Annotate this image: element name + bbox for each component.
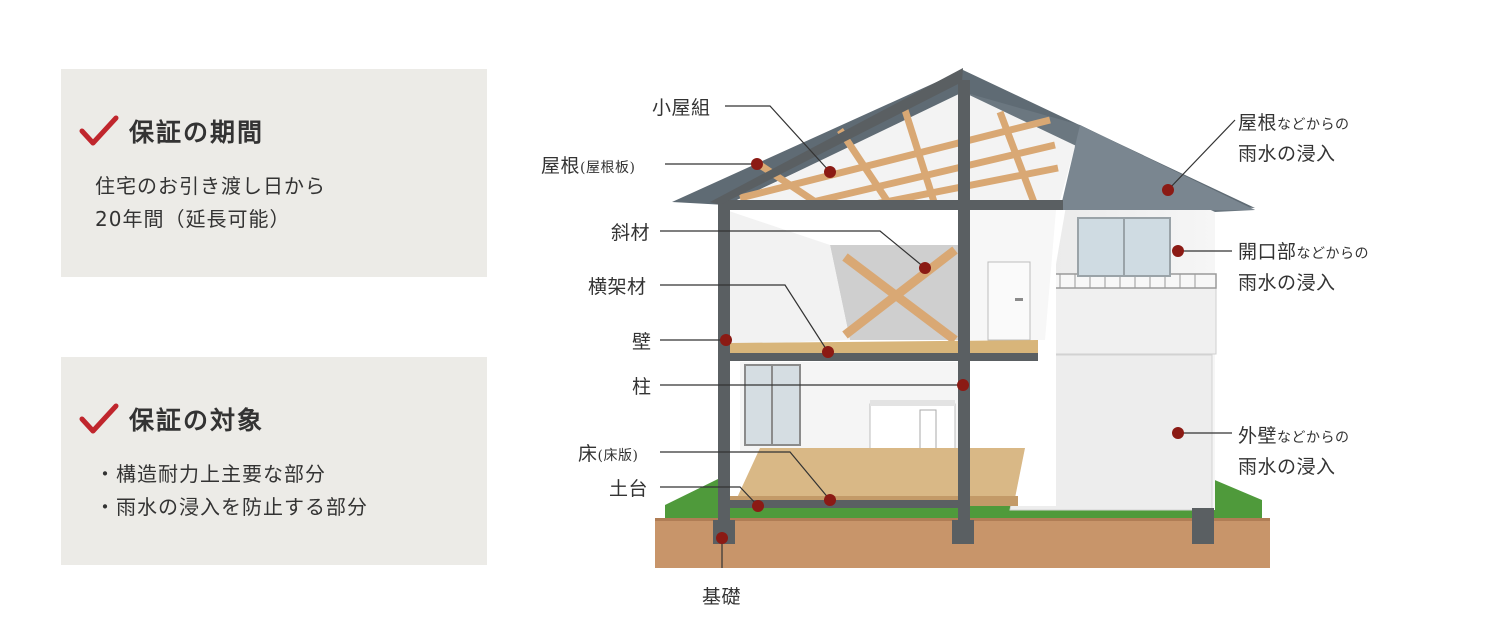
label-wall-rain-line2: 雨水の浸入 <box>1238 456 1336 478</box>
checkmark-icon <box>79 115 119 146</box>
structural-frame <box>710 68 1214 544</box>
label-roof-rain-main: 屋根 <box>1238 112 1278 134</box>
label-roof-rain: 屋根などからの 雨水の浸入 <box>1238 108 1350 166</box>
label-roof-rain-sub: などからの <box>1277 117 1350 133</box>
label-yokokazai: 横架材 <box>588 276 647 298</box>
label-opening-rain-line2: 雨水の浸入 <box>1238 272 1336 294</box>
label-kabe: 壁 <box>632 331 652 353</box>
marker-dodai <box>752 500 764 512</box>
label-opening-rain: 開口部などからの 雨水の浸入 <box>1238 237 1369 295</box>
marker-wall-rain <box>1172 427 1184 439</box>
marker-kiso <box>716 532 728 544</box>
warranty-period-line: 住宅のお引き渡し日から <box>95 174 326 198</box>
label-wall-rain-sub: などからの <box>1277 430 1350 446</box>
marker-opening-rain <box>1172 245 1184 257</box>
label-kiso: 基礎 <box>702 586 742 608</box>
warranty-target-title: 保証の対象 <box>129 406 265 435</box>
warranty-period-card: 保証の期間 住宅のお引き渡し日から 20年間（延長可能） <box>61 69 487 277</box>
exterior-walls <box>1009 125 1217 511</box>
marker-shazai <box>919 262 931 274</box>
label-yuka-main: 床 <box>578 443 598 465</box>
warranty-period-text: 住宅のお引き渡し日から 20年間（延長可能） <box>95 170 326 236</box>
label-wall-rain: 外壁などからの 雨水の浸入 <box>1238 421 1350 479</box>
label-shazai: 斜材 <box>611 222 651 244</box>
leader-lines <box>660 105 1236 568</box>
warranty-target-card: 保証の対象 ・構造耐力上主要な部分 ・雨水の浸入を防止する部分 <box>61 357 487 565</box>
warranty-period-line: 20年間（延長可能） <box>95 207 291 231</box>
label-hashira: 柱 <box>632 376 652 398</box>
warranty-target-text: ・構造耐力上主要な部分 ・雨水の浸入を防止する部分 <box>95 458 368 524</box>
label-dodai: 土台 <box>609 478 649 500</box>
label-wall-rain-main: 外壁 <box>1238 425 1278 447</box>
label-yane-main: 屋根 <box>541 155 581 177</box>
warranty-period-title: 保証の期間 <box>129 118 265 147</box>
marker-roof-rain <box>1162 184 1174 196</box>
warranty-target-header: 保証の対象 <box>79 401 264 437</box>
warranty-target-line: ・構造耐力上主要な部分 <box>95 462 326 486</box>
label-yane-sub: (屋根板) <box>580 160 636 176</box>
label-koyagumi: 小屋組 <box>652 97 711 119</box>
label-opening-rain-main: 開口部 <box>1238 241 1297 263</box>
label-yuka: 床(床版) <box>578 439 638 466</box>
checkmark-icon <box>79 403 119 434</box>
marker-yuka <box>824 494 836 506</box>
marker-yane <box>751 158 763 170</box>
marker-hashira <box>957 379 969 391</box>
marker-kabe <box>720 334 732 346</box>
label-yuka-sub: (床版) <box>597 448 639 464</box>
label-yane: 屋根(屋根板) <box>541 151 635 178</box>
label-opening-rain-sub: などからの <box>1296 246 1370 262</box>
marker-yokokazai <box>822 346 834 358</box>
warranty-target-line: ・雨水の浸入を防止する部分 <box>95 495 368 519</box>
marker-koyagumi <box>824 166 836 178</box>
label-roof-rain-line2: 雨水の浸入 <box>1238 143 1336 165</box>
marker-dots <box>716 158 1184 544</box>
warranty-period-header: 保証の期間 <box>79 113 264 149</box>
